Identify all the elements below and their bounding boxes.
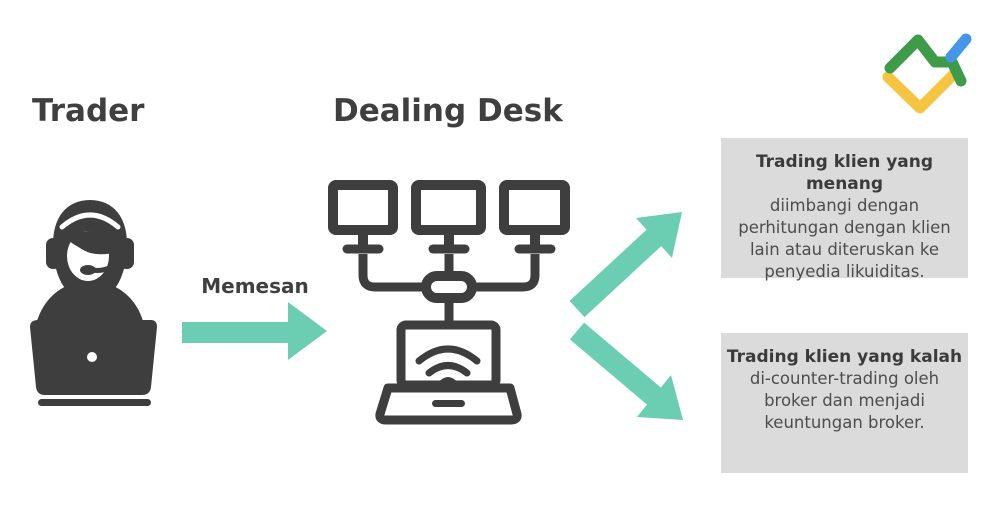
order-label: Memesan xyxy=(201,274,309,298)
trader-headset-laptop-icon xyxy=(30,200,157,406)
dealing-desk-heading: Dealing Desk xyxy=(333,93,563,129)
outcome-arrows xyxy=(570,212,683,420)
network-computers-icon xyxy=(328,180,570,425)
outcome-card-winning: Trading klien yang menang diimbangi deng… xyxy=(721,138,968,281)
outcome-card-losing: Trading klien yang kalah di-counter-trad… xyxy=(721,333,968,473)
arrow-up-right-icon xyxy=(570,212,682,318)
arrow-right-icon xyxy=(182,302,327,360)
outcome-card-winning-title: Trading klien yang menang xyxy=(755,152,934,194)
arrow-down-right-icon xyxy=(570,322,683,420)
outcome-card-losing-body: di-counter-trading oleh broker dan menja… xyxy=(749,369,940,432)
outcome-card-losing-title: Trading klien yang kalah xyxy=(726,347,963,367)
litefinance-logo-icon xyxy=(882,33,972,114)
trader-heading: Trader xyxy=(32,93,145,129)
outcome-card-winning-body: diimbangi dengan perhitungan dengan klie… xyxy=(738,196,951,281)
